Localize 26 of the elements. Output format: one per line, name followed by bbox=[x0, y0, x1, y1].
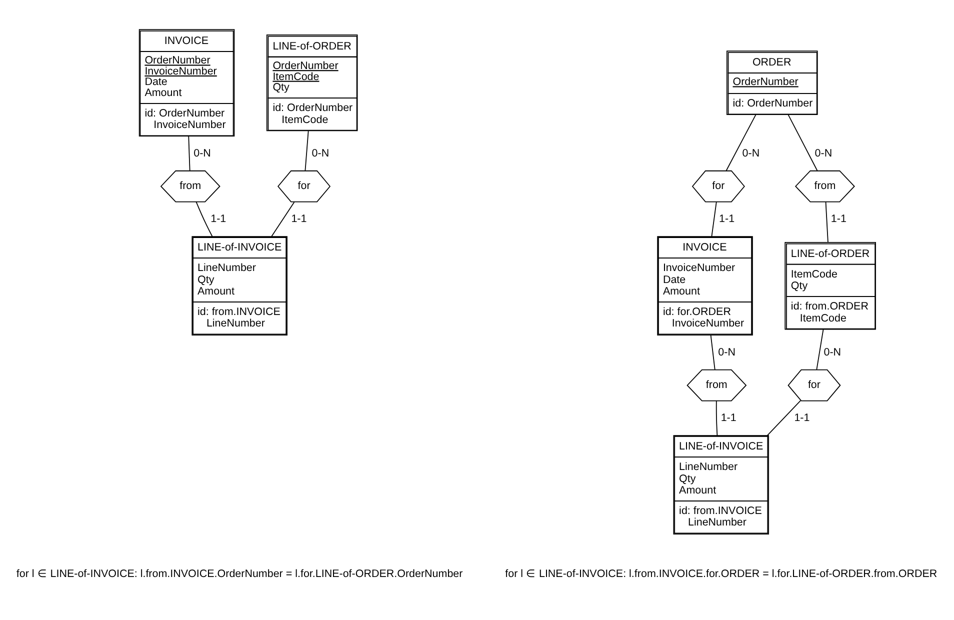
connector bbox=[716, 400, 718, 436]
connector bbox=[710, 334, 716, 370]
connector bbox=[271, 202, 295, 237]
label: for l ∈ LINE-of-INVOICE: l.from.INVOICE.for.ORDER = l.for.LINE-of-ORDER.from.ORDER bbox=[505, 568, 938, 580]
label: for l ∈ LINE-of-INVOICE: l.from.INVOICE.OrderNumber = l.for.LINE-of-ORDER.OrderNumber bbox=[16, 568, 463, 580]
connector bbox=[816, 328, 824, 370]
connector bbox=[304, 130, 309, 172]
connector bbox=[788, 114, 818, 172]
connector bbox=[188, 136, 190, 172]
edge-label: 1-1 bbox=[719, 212, 735, 225]
edge-label: 1-1 bbox=[794, 412, 810, 424]
connector bbox=[766, 400, 801, 436]
edge-label: 0-N bbox=[194, 147, 211, 160]
edge-label: 0-N bbox=[824, 346, 842, 358]
connector bbox=[196, 201, 213, 237]
edge-label: 0-N bbox=[312, 147, 330, 160]
edge-label: 1-1 bbox=[830, 212, 846, 225]
edge-label: 0-N bbox=[742, 147, 760, 160]
edge-label: 1-1 bbox=[210, 212, 226, 225]
connector bbox=[825, 202, 828, 242]
edge-label: 1-1 bbox=[291, 212, 307, 225]
edge-label: 1-1 bbox=[720, 412, 736, 424]
edge-label: 0-N bbox=[814, 147, 832, 160]
edge-label: 0-N bbox=[718, 346, 736, 358]
connector bbox=[726, 114, 756, 172]
connector bbox=[711, 202, 717, 237]
